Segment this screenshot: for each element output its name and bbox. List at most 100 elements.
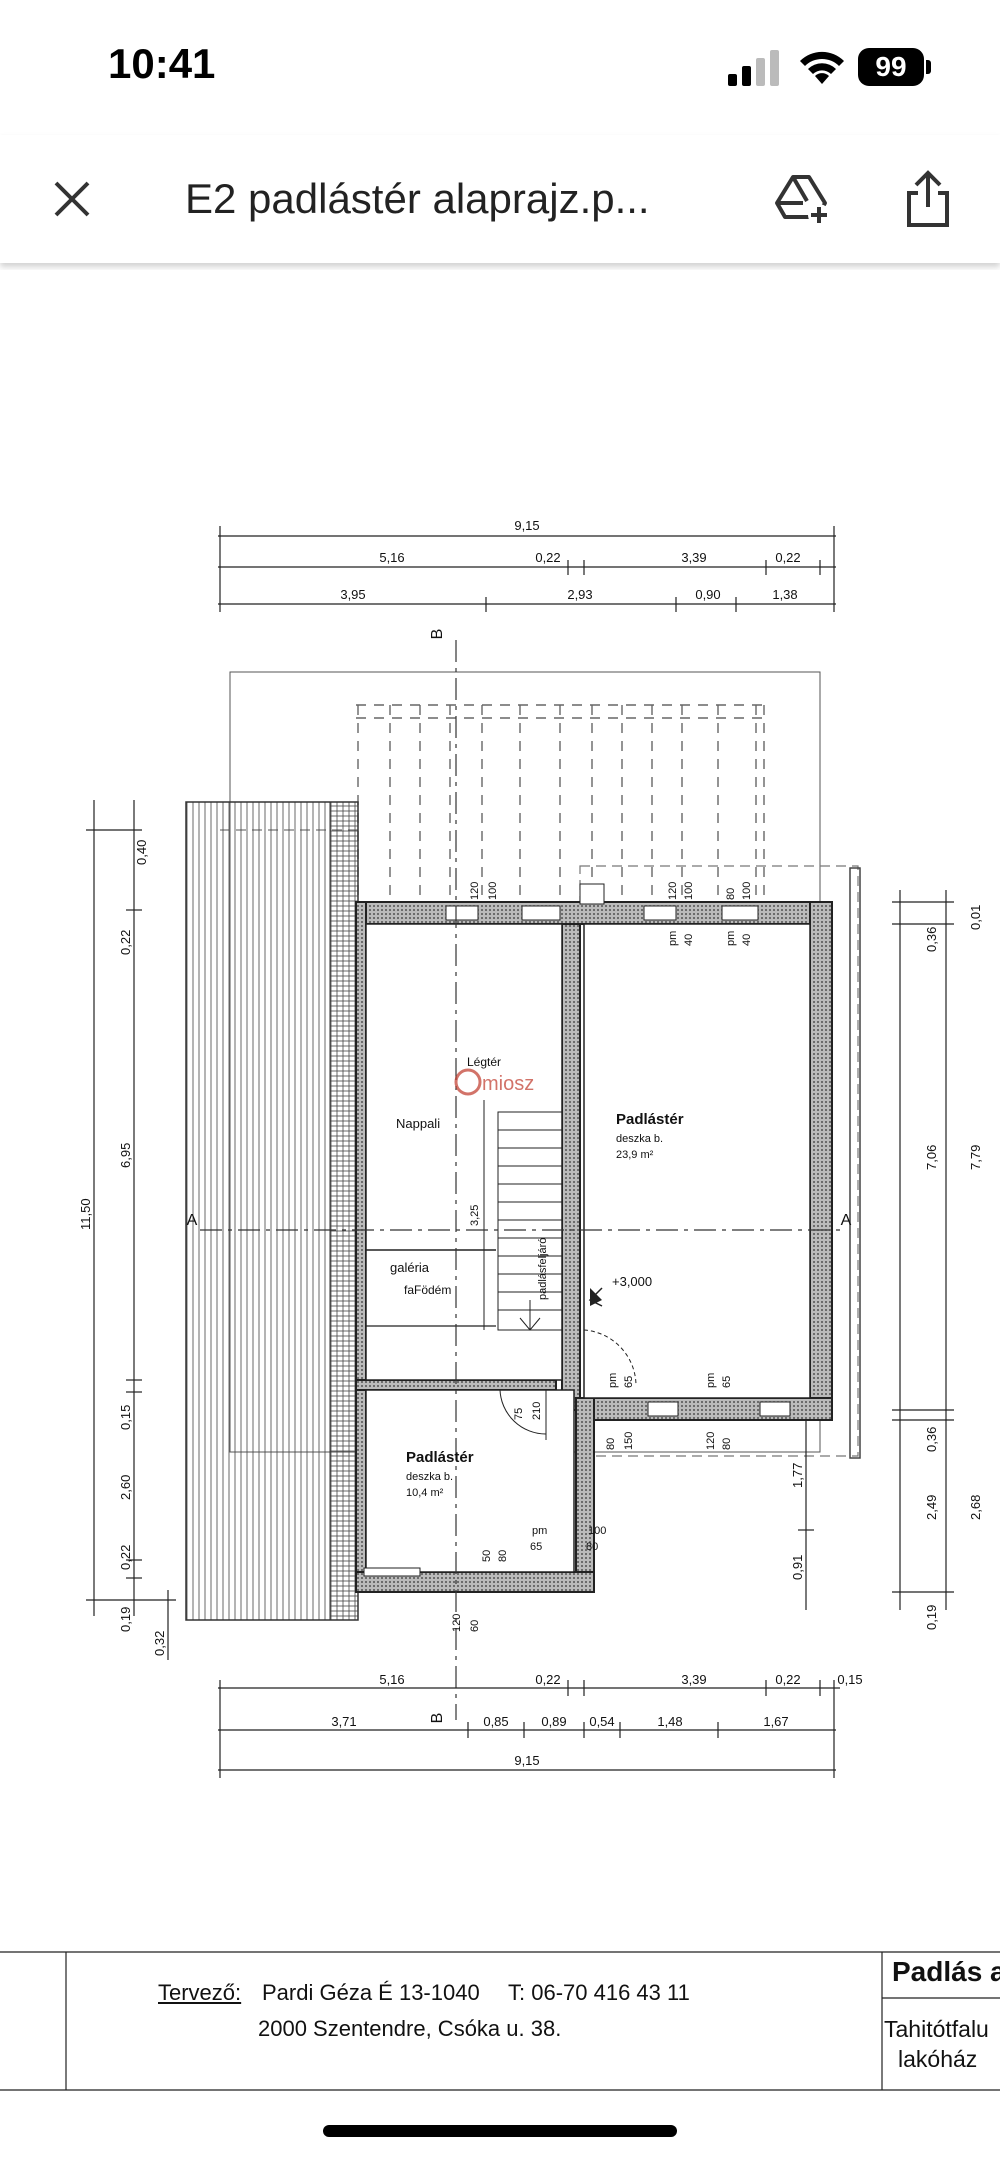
svg-text:150: 150 bbox=[623, 1432, 635, 1450]
dim-top-1: 5,16 bbox=[379, 550, 404, 565]
dim-top-8: 1,38 bbox=[772, 587, 797, 602]
right-dimension-labels: 0,36 0,01 7,06 7,79 0,36 2,49 2,68 0,19 … bbox=[790, 905, 983, 1630]
svg-text:100: 100 bbox=[487, 882, 499, 900]
section-labels: A A B B bbox=[187, 629, 852, 1724]
svg-text:120: 120 bbox=[705, 1432, 717, 1450]
svg-text:60: 60 bbox=[469, 1620, 481, 1632]
add-to-drive-icon bbox=[775, 175, 830, 226]
svg-text:3,71: 3,71 bbox=[331, 1714, 356, 1729]
pdf-page[interactable]: 9,15 5,16 0,22 3,39 0,22 3,95 2,93 0,90 … bbox=[0, 270, 1000, 2100]
svg-text:75: 75 bbox=[513, 1408, 525, 1420]
svg-text:65: 65 bbox=[721, 1376, 733, 1388]
project-location: Tahitótfalu bbox=[884, 2016, 989, 2042]
svg-text:2,49: 2,49 bbox=[924, 1495, 939, 1520]
svg-text:pm: pm bbox=[667, 931, 679, 946]
room-padlaster-1: Padlástér bbox=[616, 1111, 684, 1128]
room-galeria-sub: faFödém bbox=[404, 1283, 451, 1297]
room-padlaster-2-area: 10,4 m² bbox=[406, 1487, 444, 1499]
bottom-dimension-lines bbox=[218, 1680, 840, 1778]
svg-text:40: 40 bbox=[683, 934, 695, 946]
rafter-lines bbox=[356, 704, 768, 905]
dim-top-total: 9,15 bbox=[514, 518, 539, 533]
svg-text:miosz: miosz bbox=[482, 1073, 534, 1095]
svg-text:0,40: 0,40 bbox=[134, 840, 149, 865]
svg-text:65: 65 bbox=[623, 1376, 635, 1388]
svg-text:120: 120 bbox=[451, 1614, 463, 1632]
svg-text:0,22: 0,22 bbox=[775, 1672, 800, 1687]
svg-text:80: 80 bbox=[605, 1438, 617, 1450]
floor-plan-drawing: 9,15 5,16 0,22 3,39 0,22 3,95 2,93 0,90 … bbox=[0, 518, 1000, 2091]
svg-text:0,15: 0,15 bbox=[118, 1405, 133, 1430]
close-icon bbox=[54, 181, 90, 217]
svg-text:120: 120 bbox=[667, 882, 679, 900]
battery-icon: 99 bbox=[858, 48, 924, 86]
svg-text:11,50: 11,50 bbox=[78, 1198, 93, 1230]
small-dimension-labels: 120 100 120 100 80 100 pm 40 pm 40 3,25 … bbox=[451, 882, 753, 1632]
stair-label: padlásfeljáró bbox=[537, 1238, 549, 1300]
svg-text:0,89: 0,89 bbox=[541, 1714, 566, 1729]
svg-text:pm: pm bbox=[607, 1373, 619, 1388]
add-to-drive-button[interactable] bbox=[763, 159, 843, 239]
share-button[interactable] bbox=[888, 159, 968, 239]
miosz-watermark: miosz bbox=[454, 1068, 534, 1096]
project-building: lakóház bbox=[898, 2046, 978, 2072]
battery-cap bbox=[926, 60, 931, 74]
bottom-dimension-labels: 5,16 0,22 3,39 0,22 0,15 3,71 0,85 0,89 … bbox=[331, 1672, 862, 1768]
room-padlaster-2-floor: deszka b. bbox=[406, 1471, 453, 1483]
signal-icon bbox=[728, 50, 779, 86]
room-galeria: galéria bbox=[390, 1260, 430, 1275]
level-symbol-icon bbox=[588, 1287, 603, 1307]
top-dimension-labels: 9,15 5,16 0,22 3,39 0,22 3,95 2,93 0,90 … bbox=[340, 518, 800, 602]
room-padlaster-1-area: 23,9 m² bbox=[616, 1149, 654, 1161]
svg-text:0,22: 0,22 bbox=[118, 1545, 133, 1570]
svg-text:210: 210 bbox=[531, 1402, 543, 1420]
svg-text:80: 80 bbox=[497, 1550, 509, 1562]
battery-level: 99 bbox=[875, 51, 907, 82]
svg-text:100: 100 bbox=[683, 882, 695, 900]
designer-phone: T: 06-70 416 43 11 bbox=[508, 1980, 690, 2005]
svg-text:3,25: 3,25 bbox=[469, 1205, 481, 1226]
svg-text:A: A bbox=[187, 1212, 198, 1229]
room-legter: Légtér bbox=[467, 1055, 501, 1069]
svg-text:0,36: 0,36 bbox=[924, 927, 939, 952]
svg-text:3,39: 3,39 bbox=[681, 1672, 706, 1687]
svg-text:pm: pm bbox=[705, 1373, 717, 1388]
svg-text:65: 65 bbox=[530, 1541, 542, 1553]
right-dimension-lines bbox=[798, 890, 954, 1610]
svg-text:7,79: 7,79 bbox=[968, 1145, 983, 1170]
svg-text:0,19: 0,19 bbox=[924, 1605, 939, 1630]
home-indicator[interactable] bbox=[323, 2125, 677, 2137]
svg-text:80: 80 bbox=[586, 1541, 598, 1553]
svg-text:0,91: 0,91 bbox=[790, 1555, 805, 1580]
svg-text:2,68: 2,68 bbox=[968, 1495, 983, 1520]
svg-text:0,36: 0,36 bbox=[924, 1427, 939, 1452]
svg-text:pm: pm bbox=[532, 1525, 547, 1537]
svg-text:1,77: 1,77 bbox=[790, 1463, 805, 1488]
dim-top-7: 0,90 bbox=[695, 587, 720, 602]
status-bar: 10:41 99 bbox=[0, 0, 1000, 135]
left-dimension-labels: 0,40 0,22 6,95 11,50 0,15 2,60 0,22 0,19… bbox=[78, 840, 167, 1656]
svg-text:0,22: 0,22 bbox=[118, 930, 133, 955]
svg-text:0,54: 0,54 bbox=[589, 1714, 614, 1729]
dim-top-5: 3,95 bbox=[340, 587, 365, 602]
room-padlaster-2: Padlástér bbox=[406, 1449, 474, 1466]
svg-text:0,85: 0,85 bbox=[483, 1714, 508, 1729]
dim-top-6: 2,93 bbox=[567, 587, 592, 602]
close-button[interactable] bbox=[32, 159, 112, 239]
svg-text:1,67: 1,67 bbox=[763, 1714, 788, 1729]
room-padlaster-1-floor: deszka b. bbox=[616, 1133, 663, 1145]
section-lines bbox=[200, 640, 846, 1720]
svg-text:0,32: 0,32 bbox=[152, 1631, 167, 1656]
svg-text:0,15: 0,15 bbox=[837, 1672, 862, 1687]
svg-text:1,48: 1,48 bbox=[657, 1714, 682, 1729]
designer-label: Tervező: bbox=[158, 1980, 242, 2005]
project-title: Padlás a bbox=[892, 1956, 1000, 1987]
svg-text:0,19: 0,19 bbox=[118, 1607, 133, 1632]
svg-text:6,95: 6,95 bbox=[118, 1143, 133, 1168]
designer-address: 2000 Szentendre, Csóka u. 38. bbox=[258, 2016, 562, 2041]
dim-top-3: 3,39 bbox=[681, 550, 706, 565]
svg-text:100: 100 bbox=[741, 882, 753, 900]
svg-text:B: B bbox=[429, 629, 446, 640]
svg-text:80: 80 bbox=[721, 1438, 733, 1450]
svg-text:0,01: 0,01 bbox=[968, 905, 983, 930]
